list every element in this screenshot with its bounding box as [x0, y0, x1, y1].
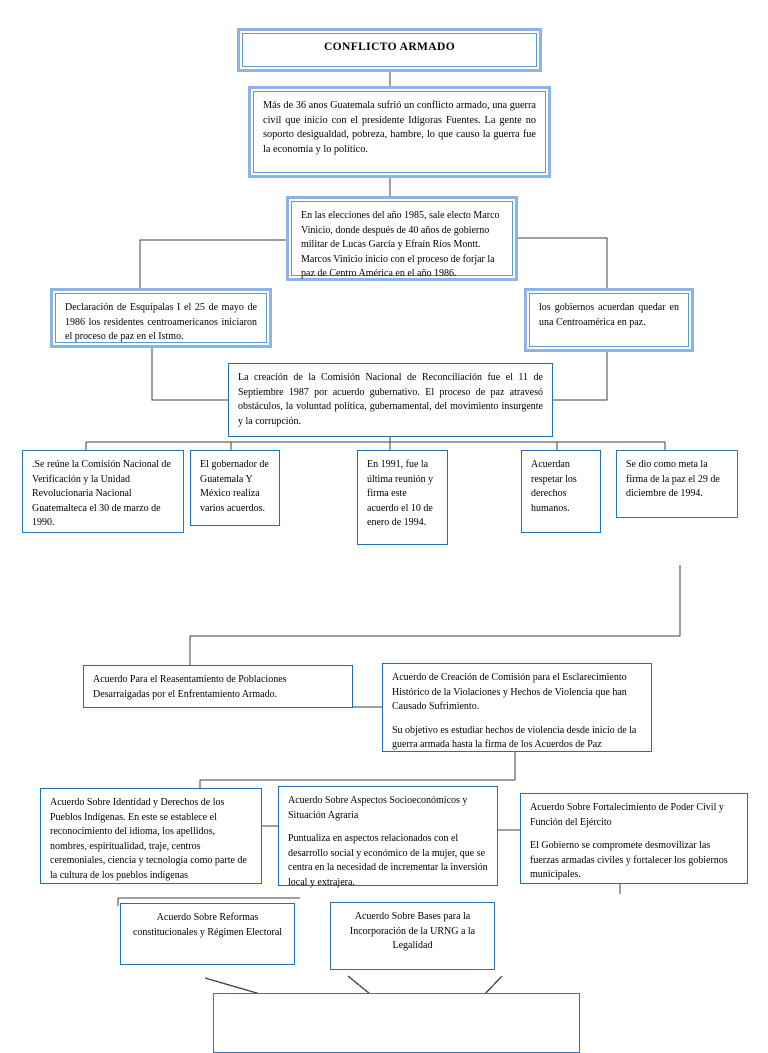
node-elections-inner: En las elecciones del año 1985, sale ele… — [291, 201, 513, 279]
node-poder-civil: Acuerdo Sobre Fortalecimiento de Poder C… — [520, 793, 748, 884]
node-gobiernos-text: los gobiernos acuerdan quedar en una Cen… — [539, 302, 679, 328]
node-esclarecimiento: Acuerdo de Creación de Comisión para el … — [382, 663, 652, 752]
node-reasentamiento: Acuerdo Para el Reasentamiento de Poblac… — [83, 665, 353, 708]
node-poder-civil-text: Acuerdo Sobre Fortalecimiento de Poder C… — [530, 802, 724, 828]
node-title-inner: CONFLICTO ARMADO — [242, 33, 537, 67]
node-esclarecimiento-text2: Su objetivo es estudiar hechos de violen… — [392, 724, 637, 751]
node-gobiernos-inner: los gobiernos acuerdan quedar en una Cen… — [529, 293, 689, 347]
node-reformas-text: Acuerdo Sobre Reformas constitucionales … — [132, 912, 283, 938]
node-pueblos-indigenas-text: Acuerdo Sobre Identidad y Derechos de lo… — [50, 797, 247, 881]
node-esquipulas-inner: Declaración de Esquípalas I el 25 de may… — [55, 293, 267, 343]
node-esclarecimiento-text: Acuerdo de Creación de Comisión para el … — [392, 672, 627, 712]
node-meta-firma: Se dio como meta la firma de la paz el 2… — [616, 450, 738, 518]
diagram-canvas: CONFLICTO ARMADO Más de 36 anos Guatemal… — [22, 28, 748, 1053]
node-esquipulas: Declaración de Esquípalas I el 25 de may… — [50, 288, 272, 348]
node-intro-text: Más de 36 anos Guatemala sufrió un confl… — [263, 100, 536, 155]
node-reconciliacion-text: La creación de la Comisión Nacional de R… — [238, 372, 543, 427]
node-verificacion: .Se reúne la Comisión Nacional de Verifi… — [22, 450, 184, 533]
node-elections-text: En las elecciones del año 1985, sale ele… — [301, 210, 500, 279]
node-gobiernos: los gobiernos acuerdan quedar en una Cen… — [524, 288, 694, 352]
node-reunion-1991: En 1991, fue la última reunión y firma e… — [357, 450, 448, 545]
node-poder-civil-text2: El Gobierno se compromete desmovilizar l… — [530, 840, 728, 880]
node-intro: Más de 36 anos Guatemala sufrió un confl… — [248, 86, 551, 178]
node-reconciliacion: La creación de la Comisión Nacional de R… — [228, 363, 553, 437]
node-gobernador: El gobernador de Guatemala Y México real… — [190, 450, 280, 526]
node-verificacion-text: .Se reúne la Comisión Nacional de Verifi… — [32, 459, 171, 528]
node-derechos-humanos-text: Acuerdan respetar los derechos humanos. — [531, 459, 577, 514]
page-title: CONFLICTO ARMADO — [323, 41, 456, 53]
node-urng: Acuerdo Sobre Bases para la Incorporació… — [330, 902, 495, 970]
node-urng-text: Acuerdo Sobre Bases para la Incorporació… — [349, 911, 476, 951]
node-title: CONFLICTO ARMADO — [237, 28, 542, 72]
node-socioeconomicos-text: Acuerdo Sobre Aspectos Socioeconómicos y… — [288, 795, 468, 821]
node-socioeconomicos: Acuerdo Sobre Aspectos Socioeconómicos y… — [278, 786, 498, 888]
spacer — [530, 830, 738, 839]
node-derechos-humanos: Acuerdan respetar los derechos humanos. — [521, 450, 601, 533]
spacer — [392, 715, 642, 724]
node-bottom-partial — [213, 993, 580, 1053]
node-gobernador-text: El gobernador de Guatemala Y México real… — [200, 459, 269, 514]
node-pueblos-indigenas: Acuerdo Sobre Identidad y Derechos de lo… — [40, 788, 262, 884]
node-meta-firma-text: Se dio como meta la firma de la paz el 2… — [626, 459, 720, 499]
spacer — [288, 823, 488, 832]
node-reasentamiento-text: Acuerdo Para el Reasentamiento de Poblac… — [93, 674, 287, 700]
node-intro-inner: Más de 36 anos Guatemala sufrió un confl… — [253, 91, 546, 173]
node-esquipulas-text: Declaración de Esquípalas I el 25 de may… — [65, 302, 257, 342]
node-elections: En las elecciones del año 1985, sale ele… — [286, 196, 518, 281]
node-reunion-1991-text: En 1991, fue la última reunión y firma e… — [367, 459, 434, 528]
node-socioeconomicos-text2: Puntualiza en aspectos relacionados con … — [288, 833, 488, 888]
node-reformas: Acuerdo Sobre Reformas constitucionales … — [120, 903, 295, 965]
